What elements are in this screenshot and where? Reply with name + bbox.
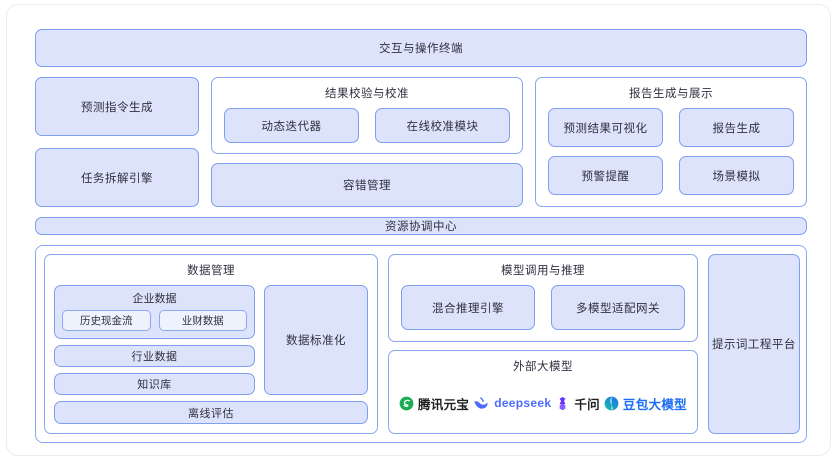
- offline-evaluation-box: 离线评估: [54, 401, 368, 424]
- data-management-title: 数据管理: [187, 265, 235, 277]
- scenario-simulation-box: 场景模拟: [679, 156, 794, 195]
- predict-command-box: 预测指令生成: [35, 77, 199, 136]
- fault-tolerance-box: 容错管理: [211, 163, 523, 207]
- alert-reminder-box: 预警提醒: [548, 156, 663, 195]
- historical-cashflow-box: 历史现金流: [62, 310, 151, 331]
- terminal-bar: 交互与操作终端: [35, 29, 807, 67]
- business-finance-data-box: 业财数据: [158, 310, 247, 331]
- diagram-page-card: 交互与操作终端 预测指令生成 任务拆解引擎 结果校验与校准 动态迭代器 在线校准…: [6, 4, 831, 456]
- industry-data-box: 行业数据: [54, 345, 255, 367]
- verification-panel: 结果校验与校准 动态迭代器 在线校准模块: [211, 77, 523, 154]
- middle-row: 预测指令生成 任务拆解引擎 结果校验与校准 动态迭代器 在线校准模块 容错管理 …: [35, 77, 807, 207]
- report-title: 报告生成与展示: [629, 88, 713, 100]
- verification-items: 动态迭代器 在线校准模块: [224, 108, 510, 143]
- logo-label-deepseek: deepseek: [494, 396, 552, 410]
- multi-model-gateway-box: 多模型适配网关: [550, 285, 685, 330]
- enterprise-data-title: 企业数据: [132, 293, 177, 305]
- center-column: 结果校验与校准 动态迭代器 在线校准模块 容错管理: [211, 77, 523, 207]
- prediction-visualization-box: 预测结果可视化: [548, 108, 663, 147]
- model-inference-panel: 模型调用与推理 混合推理引擎 多模型适配网关: [388, 254, 698, 342]
- enterprise-data-group: 企业数据 历史现金流 业财数据: [54, 285, 255, 339]
- data-management-body: 企业数据 历史现金流 业财数据 行业数据 知识库 数据标准化: [54, 285, 368, 395]
- logo-tencent-yuanbao: 腾讯元宝: [399, 394, 469, 413]
- report-panel: 报告生成与展示 预测结果可视化 报告生成 预警提醒 场景模拟: [535, 77, 807, 207]
- data-management-left: 企业数据 历史现金流 业财数据 行业数据 知识库: [54, 285, 255, 395]
- enterprise-data-items: 历史现金流 业财数据: [62, 310, 247, 331]
- logo-deepseek: deepseek: [473, 396, 551, 411]
- logo-qianwen: 千问: [555, 394, 600, 413]
- dynamic-iterator-box: 动态迭代器: [224, 108, 359, 143]
- model-column: 模型调用与推理 混合推理引擎 多模型适配网关 外部大模型: [388, 254, 698, 434]
- tencent-yuanbao-icon: [399, 396, 414, 410]
- task-decompose-box: 任务拆解引擎: [35, 148, 199, 207]
- bottom-section: 数据管理 企业数据 历史现金流 业财数据 行业数据 知识库 数据标: [35, 245, 807, 443]
- logo-label-qianwen: 千问: [574, 397, 600, 412]
- external-model-logos: 腾讯元宝 deepseek: [399, 381, 687, 425]
- architecture-diagram: 交互与操作终端 预测指令生成 任务拆解引擎 结果校验与校准 动态迭代器 在线校准…: [35, 29, 807, 443]
- knowledge-base-box: 知识库: [54, 373, 255, 395]
- logo-doubao: 豆包大模型: [604, 394, 687, 413]
- external-models-panel: 外部大模型 腾讯元宝: [388, 350, 698, 434]
- online-calibration-box: 在线校准模块: [375, 108, 510, 143]
- qianwen-icon: [559, 396, 566, 410]
- report-generation-box: 报告生成: [679, 108, 794, 147]
- model-inference-items: 混合推理引擎 多模型适配网关: [401, 285, 685, 330]
- doubao-icon: [604, 396, 619, 410]
- verification-title: 结果校验与校准: [325, 88, 409, 100]
- report-items: 预测结果可视化 报告生成 预警提醒 场景模拟: [548, 108, 794, 195]
- model-inference-title: 模型调用与推理: [500, 265, 585, 277]
- prompt-engineering-platform-box: 提示词工程平台: [707, 254, 800, 434]
- deepseek-whale-icon: [474, 396, 488, 409]
- left-column: 预测指令生成 任务拆解引擎: [35, 77, 199, 207]
- resource-coordination-bar: 资源协调中心: [35, 217, 807, 235]
- logo-label-tencent-yuanbao: 腾讯元宝: [418, 397, 470, 412]
- data-standardization-box: 数据标准化: [264, 285, 368, 395]
- external-models-title: 外部大模型: [512, 361, 573, 373]
- data-management-panel: 数据管理 企业数据 历史现金流 业财数据 行业数据 知识库 数据标: [44, 254, 378, 434]
- logo-label-doubao: 豆包大模型: [622, 397, 687, 412]
- hybrid-inference-engine-box: 混合推理引擎: [401, 285, 535, 330]
